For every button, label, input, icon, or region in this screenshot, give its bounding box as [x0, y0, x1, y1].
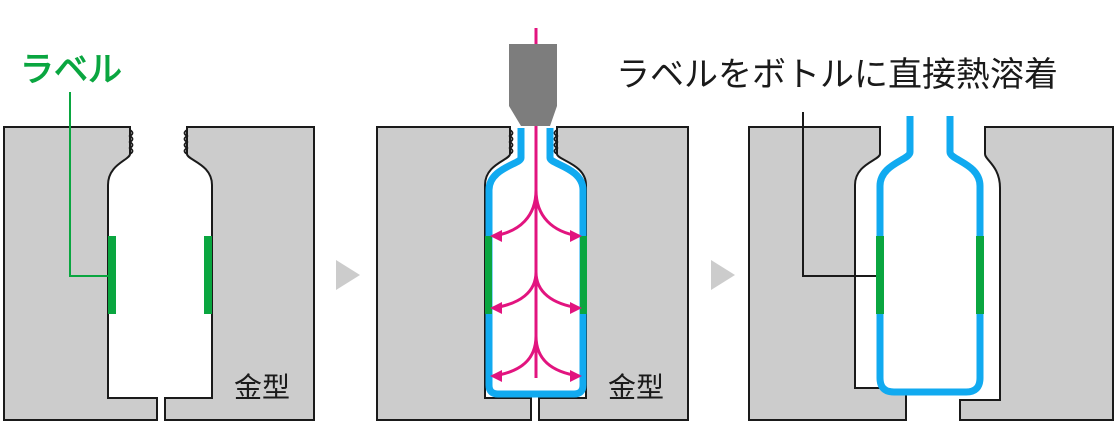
- neck-thread-left-2: [508, 129, 514, 155]
- chevron-right-icon: [711, 260, 735, 290]
- result-caption: ラベルをボトルに直接熱溶着: [616, 55, 1058, 95]
- mold-label-1: 金型: [234, 371, 290, 404]
- label-strip-left-3: [876, 236, 884, 314]
- panel-2-blow-molding: 金型: [376, 28, 689, 421]
- chevron-right-icon: [336, 260, 360, 290]
- result-leader-line: [802, 112, 876, 277]
- mold-1: [3, 126, 315, 421]
- neck-thread-left-1: [128, 129, 134, 155]
- neck-thread-right-2: [553, 129, 559, 155]
- panel-1-mold-with-label: ラベル 金型: [3, 50, 315, 421]
- neck-thread-right-1: [183, 129, 189, 155]
- mold-2: [376, 126, 689, 421]
- blow-nozzle: [509, 44, 557, 126]
- label-strip-left-1: [108, 236, 116, 314]
- mold-3-right-half: [959, 126, 1114, 421]
- label-strip-right-3: [976, 236, 984, 314]
- air-flow-arrows: [490, 126, 582, 382]
- label-strip-left-2: [485, 236, 492, 314]
- label-leader-line: [69, 92, 108, 277]
- panel-3-mold-opened: ラベルをボトルに直接熱溶着: [616, 55, 1114, 421]
- label-callout-text: ラベル: [20, 50, 122, 90]
- label-strip-right-1: [204, 236, 212, 314]
- finished-bottle: [876, 116, 984, 396]
- mold-label-2: 金型: [608, 371, 664, 404]
- label-strip-right-2: [580, 236, 587, 314]
